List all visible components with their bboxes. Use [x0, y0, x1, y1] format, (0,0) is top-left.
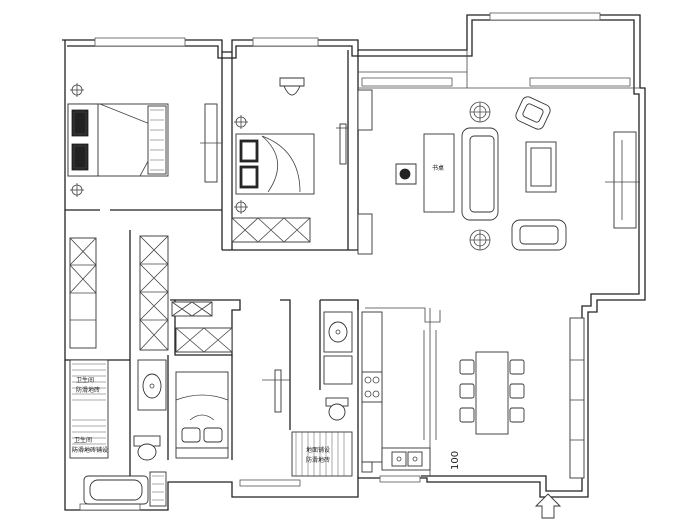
dining-area [459, 351, 525, 435]
desk-label: 书桌 [432, 164, 444, 172]
corridor-cabinets [69, 235, 233, 353]
bath-lower-label-2: 防滑地砖铺设 [72, 446, 108, 454]
bath-upper-label-2: 防滑地砖 [76, 386, 100, 394]
door-living-left [357, 89, 373, 131]
pillow-icon [71, 109, 89, 137]
toilet-icon [133, 435, 161, 461]
side-table-icon [469, 229, 491, 251]
balcony-tile-label-2: 防滑地砖 [306, 456, 330, 464]
kitchen-sink-icon [391, 451, 423, 467]
window-living-top-right [529, 77, 631, 87]
armchair-icon [511, 219, 567, 251]
wardrobe-corridor [175, 327, 233, 353]
dining-chair-icon [459, 359, 475, 375]
pillow-icon [71, 143, 89, 171]
master-bedroom [231, 77, 315, 243]
lamp-icon [234, 115, 248, 129]
toilet-icon [325, 397, 349, 421]
stove-icon [361, 371, 383, 403]
right-wall-cabinet [570, 359, 584, 441]
lamp-icon [234, 200, 248, 214]
living-room: 书桌 [395, 96, 640, 251]
wardrobe-master [231, 217, 311, 243]
office-chair-icon [395, 163, 417, 185]
door-bedroom-bottom [274, 369, 282, 413]
tall-cabinet-left [69, 237, 97, 349]
door-right-wall [569, 317, 585, 479]
dining-chair-icon [509, 407, 525, 423]
desk [423, 133, 455, 213]
balcony-tile-label-1: 地面铺设 [306, 446, 330, 454]
window-living-top [361, 77, 453, 87]
window-bottom-bedroom [239, 479, 301, 487]
dining-chair-icon [509, 383, 525, 399]
tall-cabinet-center [139, 235, 169, 351]
dining-chair-icon [459, 383, 475, 399]
pillow-icon [181, 427, 201, 443]
door-living-lower [357, 213, 373, 255]
windows [79, 12, 631, 511]
dining-table [475, 351, 509, 435]
interior-walls [65, 50, 640, 480]
lamp-icon [70, 83, 84, 97]
bath-lower-label-1: 卫生间 [74, 436, 92, 444]
pillow-icon [203, 427, 223, 443]
left-bedroom [67, 83, 169, 197]
second-bedroom [175, 371, 229, 459]
doors [200, 89, 585, 479]
dimension-label: 100 [450, 451, 461, 470]
tv-cabinet [613, 131, 637, 229]
bath-upper-label-1: 卫生间 [76, 376, 94, 384]
entrance-arrow-icon [534, 493, 562, 519]
window-balcony-top [489, 12, 601, 21]
window-bottom-bath [79, 503, 141, 511]
window-top-master-bedroom [252, 37, 319, 47]
shower-panel [149, 471, 167, 507]
sink-icon [323, 311, 353, 353]
shower-grate [291, 431, 353, 477]
sink-icon [137, 359, 167, 411]
door-master-bedroom [339, 123, 347, 165]
toilet-top [279, 77, 305, 96]
dining-chair-icon [459, 407, 475, 423]
window-top-left-bedroom [94, 37, 186, 47]
armchair-icon [515, 96, 551, 130]
bathroom-center: 地面铺设 防滑地砖 [291, 311, 353, 477]
dining-chair-icon [509, 359, 525, 375]
window-bottom-kitchen [379, 475, 421, 483]
lamp-icon [70, 183, 84, 197]
side-table-icon [469, 101, 491, 123]
bathroom-left: 卫生间 防滑地砖 卫生间 防滑地砖铺设 [69, 359, 167, 507]
kitchen [361, 311, 437, 473]
